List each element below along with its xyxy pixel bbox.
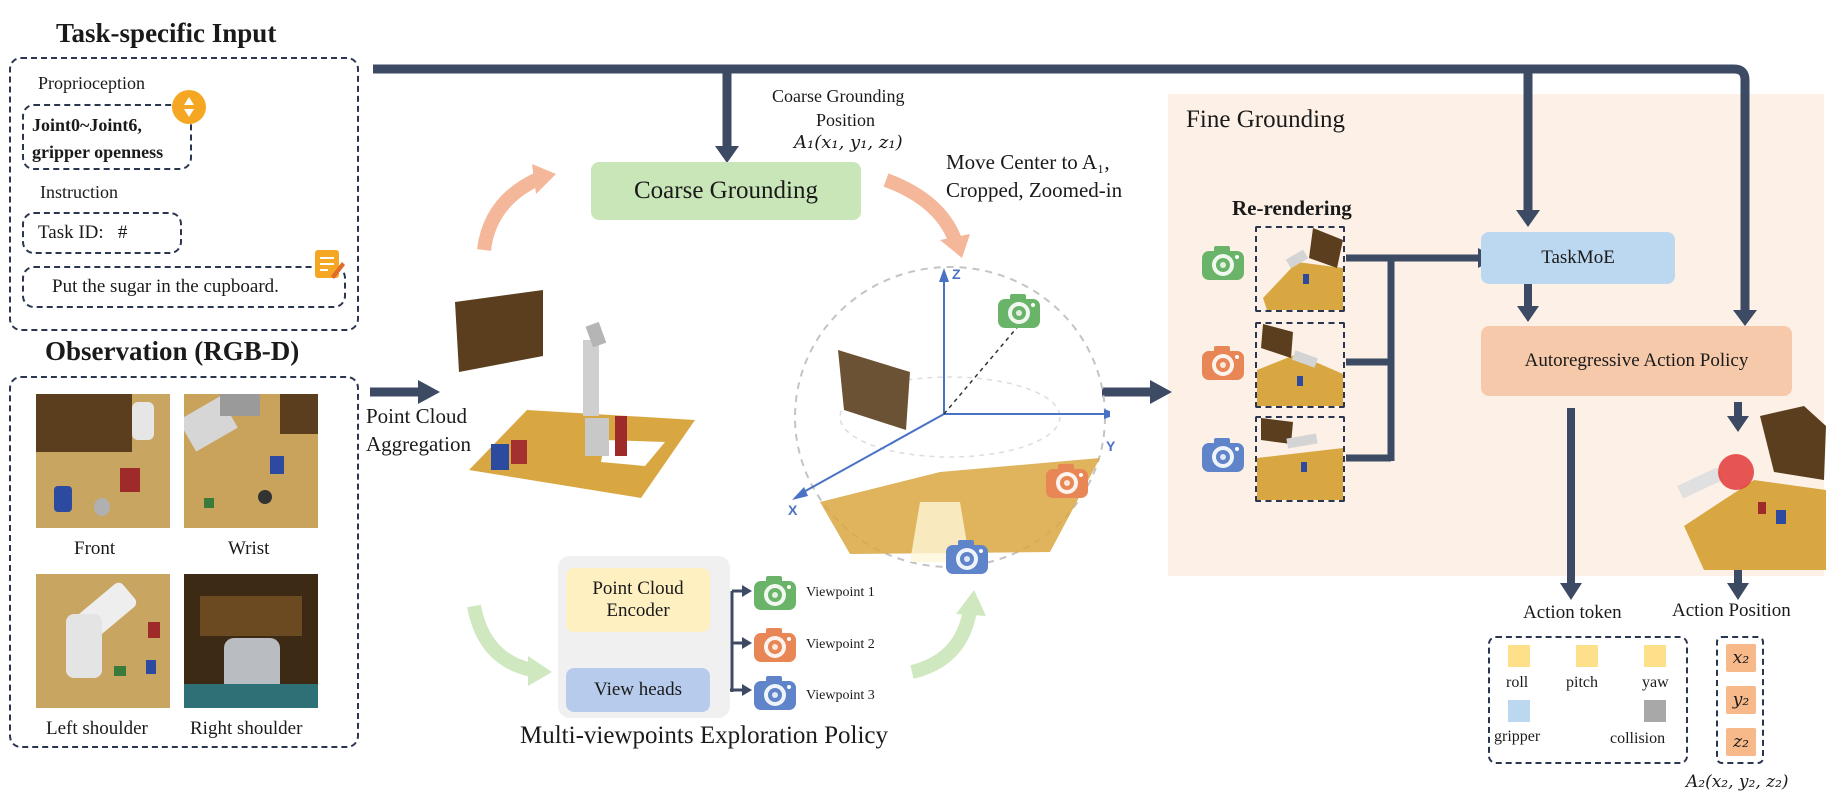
left-shoulder-view-image (36, 574, 170, 708)
wrist-label: Wrist (228, 538, 270, 559)
roll-token (1508, 645, 1530, 667)
coarse-position-line1: Coarse Grounding (772, 86, 905, 106)
collision-token (1644, 700, 1666, 722)
front-label: Front (74, 538, 116, 559)
exploration-title: Multi-viewpoints Exploration Policy (520, 722, 889, 749)
rerender-view-3 (1255, 416, 1345, 502)
camera-icon (1200, 244, 1246, 282)
rerender-view-1 (1255, 226, 1345, 312)
z2-coord: z₂ (1726, 728, 1756, 756)
taskmoe-label: TaskMoE (1541, 247, 1615, 268)
task-id-box: Task ID: # (22, 212, 182, 254)
camera-icon (944, 538, 990, 576)
yaw-token (1644, 645, 1666, 667)
autoregressive-policy-label: Autoregressive Action Policy (1524, 350, 1749, 371)
encoder-line2: Encoder (606, 600, 670, 621)
instruction-text: Put the sugar in the cupboard. (52, 276, 279, 297)
action-token-label: Action token (1523, 602, 1622, 623)
proprioception-line2: gripper openness (32, 142, 164, 162)
task-input-box (9, 57, 359, 331)
top-bus-line (373, 64, 1750, 312)
wrist-view-image (184, 394, 318, 528)
proprioception-box: Joint0~Joint6, gripper openness (22, 104, 192, 170)
camera-icon (752, 574, 798, 612)
point-cloud-image (455, 290, 695, 500)
viewpoint-1-label: Viewpoint 1 (806, 585, 875, 600)
taskmoe-block: TaskMoE (1481, 232, 1675, 284)
x2-text: x₂ (1732, 648, 1750, 668)
move-center-line2: Cropped, Zoomed-in (946, 178, 1123, 202)
curve-up-left (477, 171, 543, 252)
right-shoulder-label: Right shoulder (190, 718, 303, 739)
autoregressive-policy-block: Autoregressive Action Policy (1481, 326, 1792, 396)
collision-label: collision (1610, 730, 1666, 747)
curve-down-right (883, 173, 962, 243)
coarse-grounding-block: Coarse Grounding (591, 162, 861, 220)
proprioception-label: Proprioception (38, 73, 145, 93)
action-position-label: Action Position (1672, 600, 1791, 621)
action-token-box (1488, 636, 1688, 764)
view-heads-label: View heads (593, 679, 683, 700)
bus-arrow-policy (1733, 310, 1757, 326)
camera-icon (996, 292, 1042, 330)
viewpoint-3-label: Viewpoint 3 (806, 688, 875, 703)
bus-arrow-coarse (715, 146, 739, 163)
final-position-math: A₂(x₂, y₂, z₂) (1686, 772, 1789, 792)
note-icon (313, 248, 345, 280)
camera-icon (752, 674, 798, 712)
pitch-token (1576, 645, 1598, 667)
x2-coord: x₂ (1726, 644, 1756, 672)
camera-icon (752, 626, 798, 664)
instruction-text-box: Put the sugar in the cupboard. (22, 266, 346, 308)
proprioception-line1: Joint0~Joint6, (32, 115, 142, 135)
axis-z-label: Z (952, 266, 961, 282)
coarse-position-math: A₁(x₁, y₁, z₁) (794, 132, 903, 153)
camera-icon (1044, 462, 1090, 500)
right-shoulder-view-image (184, 574, 318, 708)
roll-label: roll (1506, 674, 1529, 691)
camera-icon (1200, 436, 1246, 474)
encoder-line1: Point Cloud (592, 578, 684, 599)
coarse-grounding-label: Coarse Grounding (634, 177, 818, 204)
task-input-title: Task-specific Input (56, 18, 277, 48)
sphere-to-fine-head (1150, 380, 1172, 404)
aggregation-line2: Aggregation (366, 432, 471, 456)
viewpoint-2-label: Viewpoint 2 (806, 637, 875, 652)
rerender-view-2 (1255, 322, 1345, 408)
bus-arrow-taskmoe (1516, 210, 1540, 227)
predicted-action-image (1664, 406, 1826, 570)
gripper-token (1508, 700, 1530, 722)
axis-x-label: X (788, 502, 798, 518)
y2-text: y₂ (1732, 690, 1750, 710)
action-position-box (1716, 636, 1764, 764)
coarse-position-line2: Position (816, 110, 876, 130)
obs-to-cloud-head (418, 380, 440, 404)
yaw-label: yaw (1642, 674, 1669, 691)
task-id-text: Task ID: # (38, 222, 128, 243)
gripper-label: gripper (1494, 728, 1541, 745)
view-heads-block: View heads (566, 668, 710, 712)
observation-title: Observation (RGB-D) (45, 336, 300, 366)
viewpoint-sphere (790, 262, 1118, 572)
camera-icon (1200, 344, 1246, 382)
curve-green-left (467, 604, 534, 677)
re-rendering-label: Re-rendering (1232, 196, 1352, 220)
move-center-line1: Move Center to A₁, (946, 150, 1110, 174)
point-cloud-encoder-block: Point Cloud Encoder (566, 568, 710, 632)
aggregation-line1: Point Cloud (366, 404, 467, 428)
observation-box (9, 376, 359, 748)
pitch-label: pitch (1566, 674, 1598, 691)
axis-y-label: Y (1106, 438, 1116, 454)
instruction-label: Instruction (40, 182, 118, 202)
curve-green-right (910, 608, 977, 679)
y2-coord: y₂ (1726, 686, 1756, 714)
fine-grounding-title: Fine Grounding (1186, 106, 1346, 133)
z2-text: z₂ (1733, 732, 1749, 752)
stepper-icon (172, 90, 206, 124)
front-view-image (36, 394, 170, 528)
left-shoulder-label: Left shoulder (46, 718, 148, 739)
